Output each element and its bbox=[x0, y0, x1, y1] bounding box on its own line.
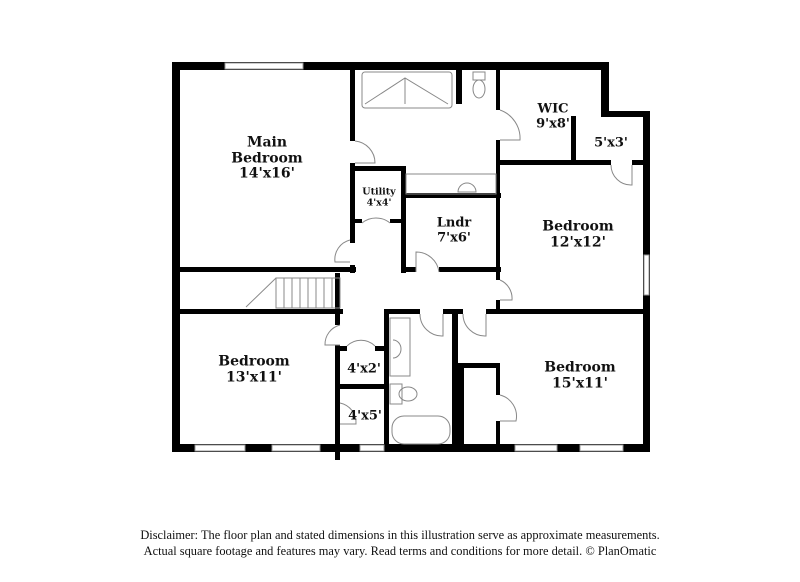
room-dimensions: 4'x2' bbox=[347, 361, 381, 377]
room-dimensions: 14'x16' bbox=[239, 165, 295, 182]
room-name: Bedroom bbox=[544, 359, 616, 376]
windows bbox=[194, 62, 650, 452]
room-label-laundry: Lndr 7'x6' bbox=[437, 216, 472, 245]
disclaimer-line-2: Actual square footage and features may v… bbox=[143, 544, 657, 558]
room-label-bedroom-12x12: Bedroom 12'x12' bbox=[542, 219, 613, 250]
room-name: WIC bbox=[537, 101, 569, 117]
disclaimer: Disclaimer: The floor plan and stated di… bbox=[0, 527, 800, 559]
room-label-main-bedroom: Main Bedroom 14'x16' bbox=[231, 135, 302, 182]
disclaimer-line-1: Disclaimer: The floor plan and stated di… bbox=[140, 528, 660, 542]
door-swings bbox=[324, 109, 633, 425]
room-dimensions: 5'x3' bbox=[594, 135, 628, 151]
room-label-bedroom-13x11: Bedroom 13'x11' bbox=[218, 354, 289, 385]
room-dimensions: 13'x11' bbox=[226, 369, 282, 385]
room-label-bedroom-15x11: Bedroom 15'x11' bbox=[544, 360, 615, 391]
room-name: Lndr bbox=[436, 215, 472, 231]
room-name: Bedroom bbox=[218, 353, 290, 370]
room-dimensions: 4'x5' bbox=[348, 408, 382, 424]
exterior-walls bbox=[172, 62, 650, 452]
fixtures bbox=[245, 71, 497, 445]
room-label-closet-4x2: 4'x2' bbox=[347, 361, 381, 378]
room-label-wic: WIC 9'x8' bbox=[536, 102, 570, 131]
room-dimensions: 9'x8' bbox=[536, 116, 570, 131]
room-name: Bedroom bbox=[231, 150, 303, 167]
room-name: Main bbox=[246, 134, 288, 151]
room-dimensions: 12'x12' bbox=[550, 234, 606, 250]
room-dimensions: 4'x4' bbox=[366, 197, 392, 208]
room-name: Utility bbox=[362, 186, 396, 198]
room-name: Bedroom bbox=[542, 218, 614, 235]
interior-walls bbox=[176, 68, 648, 460]
room-label-closet-5x3: 5'x3' bbox=[594, 135, 628, 152]
room-dimensions: 7'x6' bbox=[437, 230, 471, 245]
room-dimensions: 15'x11' bbox=[552, 375, 608, 391]
room-label-utility: Utility 4'x4' bbox=[362, 187, 395, 208]
room-label-closet-4x5: 4'x5' bbox=[348, 408, 382, 425]
